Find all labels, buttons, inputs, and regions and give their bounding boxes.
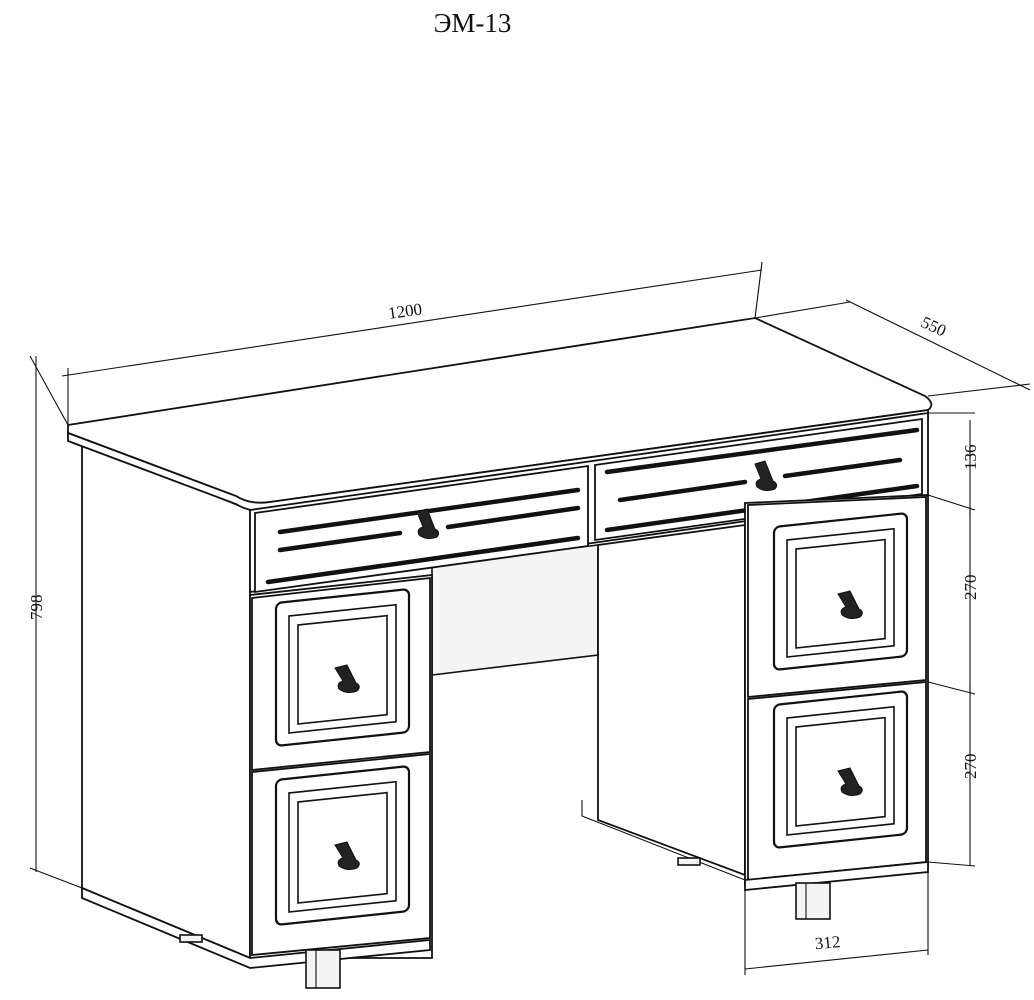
dim-pedestal-width-label: 312 [814, 932, 841, 953]
handle-icon [837, 767, 863, 797]
drawing-title: ЭМ-13 [433, 8, 512, 38]
handle-icon [334, 664, 360, 694]
left-side-panel [81, 440, 251, 960]
handle-icon [837, 590, 863, 620]
right-pedestal [744, 494, 929, 887]
dim-upper-drawer-label: 270 [961, 575, 980, 601]
handle-icon [754, 460, 778, 492]
dim-lower-drawer-label: 270 [961, 754, 980, 780]
dim-height-label: 798 [27, 595, 46, 621]
desk [67, 317, 933, 989]
dim-top-drawer-label: 136 [961, 445, 980, 471]
dimension-lines [29, 261, 1031, 975]
dim-depth-label: 550 [918, 312, 949, 340]
handle-icon [416, 508, 440, 540]
left-pedestal [249, 573, 433, 959]
right-leg [795, 882, 831, 920]
dim-width-label: 1200 [387, 299, 423, 323]
handle-icon [334, 841, 360, 871]
right-pedestal-side [597, 523, 746, 877]
left-leg [305, 949, 341, 989]
left-base [81, 886, 431, 969]
